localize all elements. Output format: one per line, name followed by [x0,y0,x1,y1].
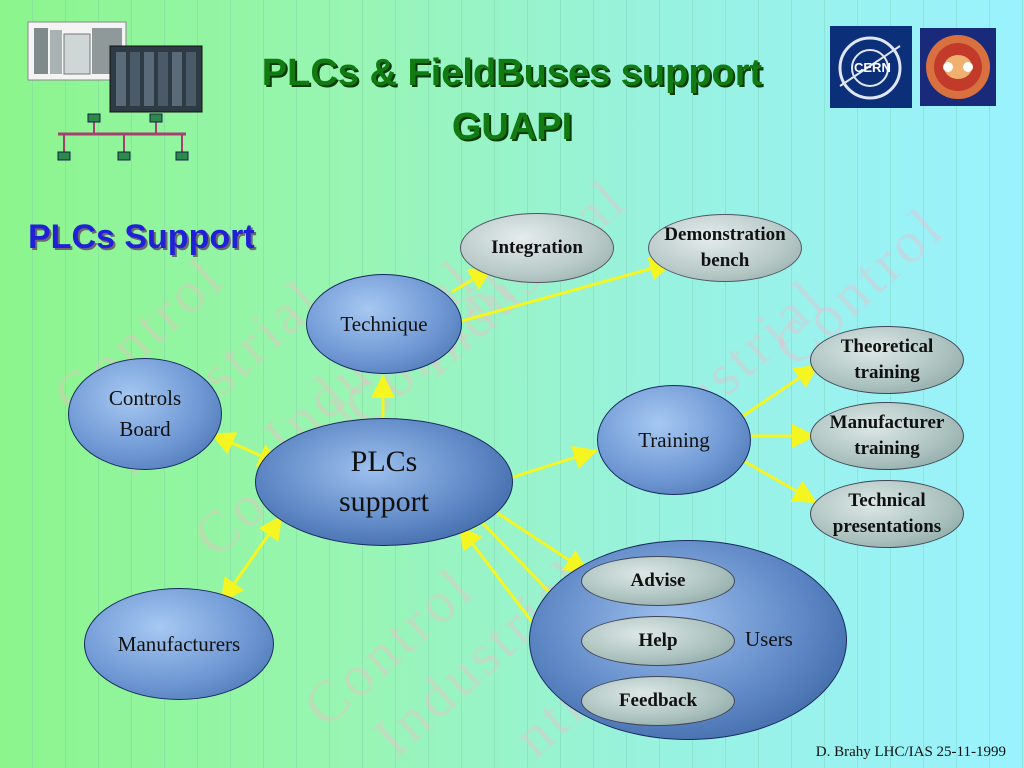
svg-text:CERN: CERN [854,60,891,75]
arrow-center-manufacturers [220,515,283,603]
node-manufacturers: Manufacturers [84,588,274,700]
arrow-training-theoretical [739,364,819,420]
node-feedback: Feedback [581,676,735,726]
arrow-technique-integration [451,266,494,294]
section-subtitle: PLCs Support [28,218,255,256]
fieldbus-network-icon [57,113,189,161]
arrow-center-controls [210,432,283,467]
slide-title-line1: PLCs & FieldBuses support [261,52,763,94]
arrow-technique-demonstration [457,257,674,324]
node-help: Help [581,616,735,666]
arrow-center-advise [495,510,590,574]
cern-logo: CERN [830,26,912,108]
lhc-logo [920,28,996,106]
node-training: Training [597,385,751,495]
node-advise: Advise [581,556,735,606]
slide-title-line2: GUAPI [451,106,573,148]
node-technique: Technique [306,274,462,374]
arrow-training-technical [741,458,818,503]
plc-hardware-image [27,21,203,113]
users-label: Users [745,627,793,651]
arrow-center-training [509,446,598,480]
node-integration: Integration [460,213,614,283]
slide-footer: D. Brahy LHC/IAS 25-11-1999 [815,744,1006,760]
